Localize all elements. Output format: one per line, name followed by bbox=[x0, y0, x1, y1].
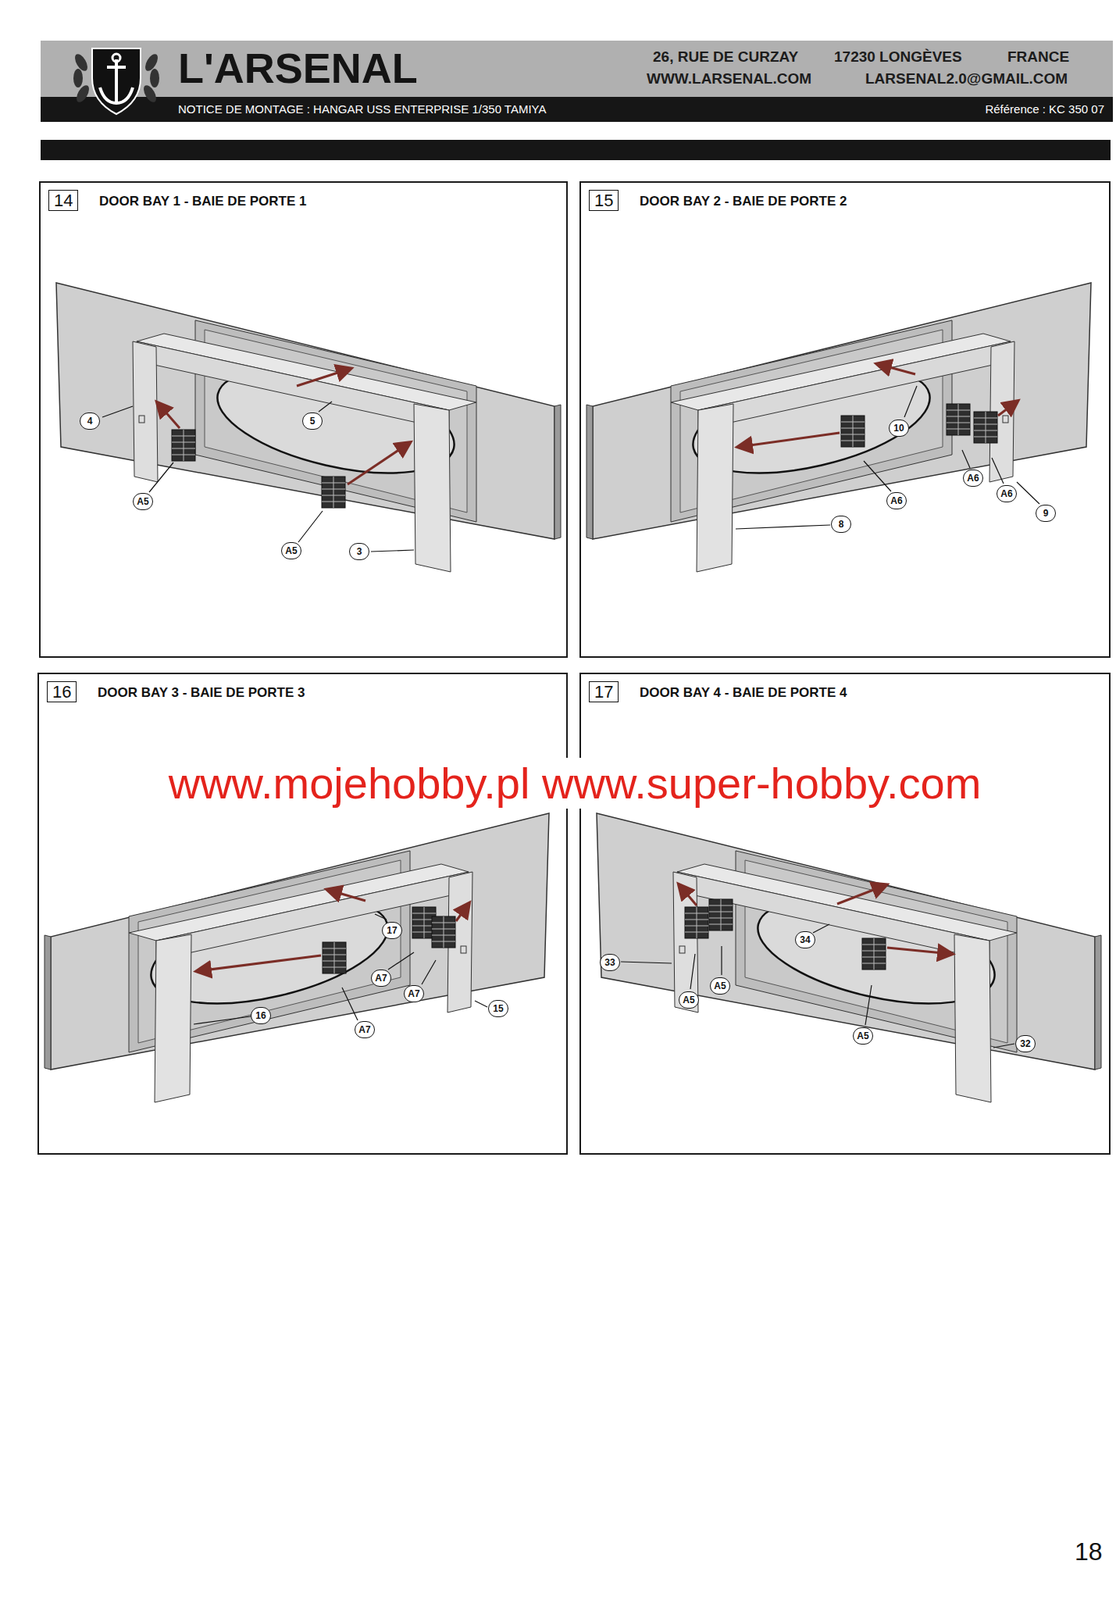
step-number: 16 bbox=[46, 681, 77, 703]
callout-number: A5 bbox=[678, 991, 699, 1009]
callout-number: A7 bbox=[370, 969, 392, 987]
step-title: DOOR BAY 4 - BAIE DE PORTE 4 bbox=[639, 684, 847, 701]
step-panel: 15 DOOR BAY 2 - BAIE DE PORTE 2 bbox=[579, 181, 1111, 658]
door-bay bbox=[586, 282, 1092, 572]
address-text: 17230 LONGÈVES bbox=[834, 48, 963, 66]
callout-number: 9 bbox=[1035, 504, 1056, 522]
leader-lines bbox=[193, 913, 488, 1024]
insert-arrows bbox=[738, 363, 1017, 447]
callout-number: 32 bbox=[1015, 1034, 1036, 1052]
step-16-art bbox=[44, 812, 550, 1102]
step-14-art bbox=[56, 282, 561, 572]
page-number: 18 bbox=[1074, 1536, 1103, 1566]
callout-number: A5 bbox=[132, 492, 154, 510]
brace-stack bbox=[862, 937, 886, 970]
logo bbox=[72, 48, 161, 115]
address-text: FRANCE bbox=[1007, 48, 1070, 66]
address-text: 26, RUE DE CURZAY bbox=[652, 48, 799, 66]
callout-number: 4 bbox=[79, 412, 100, 430]
callout-number: 17 bbox=[381, 921, 403, 939]
brace-stack bbox=[321, 476, 346, 508]
door-bay bbox=[596, 812, 1102, 1102]
leader-lines bbox=[735, 385, 1040, 529]
brace-stack bbox=[841, 415, 865, 447]
leader-lines bbox=[620, 923, 1015, 1048]
brace-stack bbox=[322, 941, 346, 974]
callout-number: A7 bbox=[403, 984, 425, 1002]
callout-number: 34 bbox=[795, 930, 816, 949]
website-text: WWW.LARSENAL.COM bbox=[646, 70, 812, 88]
instruction-title: NOTICE DE MONTAGE : HANGAR USS ENTERPRIS… bbox=[178, 102, 546, 116]
callout-number: 15 bbox=[488, 999, 509, 1017]
header-band bbox=[40, 40, 1113, 97]
brace-stack bbox=[946, 403, 970, 435]
callout-number: 16 bbox=[250, 1006, 271, 1024]
email-text: LARSENAL2.0@GMAIL.COM bbox=[865, 70, 1068, 88]
insert-arrows bbox=[157, 368, 410, 485]
callout-number: 33 bbox=[599, 953, 621, 971]
step-panel: 17 DOOR BAY 4 - BAIE DE PORTE 4 bbox=[579, 672, 1111, 1155]
header-bar bbox=[40, 96, 1113, 122]
separator-bar bbox=[40, 139, 1111, 161]
reference-code: Référence : KC 350 07 bbox=[984, 102, 1105, 116]
callout-number: A6 bbox=[886, 492, 907, 510]
insert-arrows bbox=[197, 889, 469, 971]
callout-number: A5 bbox=[709, 976, 731, 995]
callout-number: A5 bbox=[281, 541, 302, 560]
callout-number: A6 bbox=[996, 484, 1017, 503]
step-17-art bbox=[596, 812, 1102, 1102]
leader-lines bbox=[102, 401, 414, 552]
insert-arrows bbox=[679, 884, 952, 954]
step-15-art bbox=[586, 282, 1092, 572]
callout-number: A5 bbox=[852, 1026, 874, 1045]
step-number: 15 bbox=[588, 189, 619, 211]
brace-stack bbox=[684, 906, 709, 938]
callout-number: A7 bbox=[354, 1020, 375, 1038]
step-title: DOOR BAY 2 - BAIE DE PORTE 2 bbox=[639, 193, 847, 210]
door-bay bbox=[44, 812, 550, 1102]
step-number: 17 bbox=[588, 681, 619, 703]
brand-name: L'ARSENAL bbox=[178, 43, 418, 93]
watermark: www.mojehobby.pl www.super-hobby.com bbox=[165, 757, 985, 809]
step-number: 14 bbox=[48, 189, 79, 211]
brace-stack bbox=[171, 429, 196, 461]
door-bay bbox=[56, 282, 561, 572]
callout-number: 10 bbox=[888, 419, 910, 437]
step-title: DOOR BAY 3 - BAIE DE PORTE 3 bbox=[97, 684, 305, 701]
step-panel: 16 DOOR BAY 3 - BAIE DE PORTE 3 bbox=[37, 672, 568, 1155]
callout-number: A6 bbox=[962, 469, 984, 487]
callout-number: 3 bbox=[349, 542, 370, 560]
brace-stack bbox=[431, 916, 456, 948]
callout-number: 8 bbox=[830, 515, 852, 533]
step-title: DOOR BAY 1 - BAIE DE PORTE 1 bbox=[99, 193, 307, 210]
brace-stack bbox=[709, 898, 733, 931]
brace-stack bbox=[973, 411, 998, 443]
callout-number: 5 bbox=[302, 412, 323, 430]
